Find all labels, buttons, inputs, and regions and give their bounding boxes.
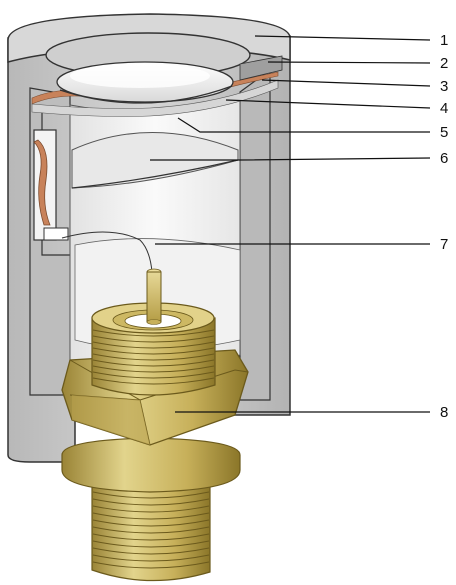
diaphragm-underside xyxy=(59,85,233,104)
thread-groove xyxy=(92,353,215,361)
callout-6: 6 xyxy=(440,150,448,167)
callout-5: 5 xyxy=(440,124,448,141)
thread-groove xyxy=(92,498,210,506)
thread-groove xyxy=(92,371,215,379)
leader-1 xyxy=(254,35,431,41)
callout-labels: 1 2 3 4 5 6 7 8 xyxy=(440,32,448,421)
connector xyxy=(61,271,249,582)
connector-lower-flange xyxy=(61,437,241,493)
side-insert xyxy=(33,129,69,241)
thread-groove xyxy=(92,335,215,343)
diaphragm-stack xyxy=(31,55,283,117)
thread-groove xyxy=(92,491,210,499)
leader-lines xyxy=(150,35,431,413)
thread-groove xyxy=(92,526,210,534)
callout-1: 1 xyxy=(440,32,448,49)
thread-groove xyxy=(92,547,210,555)
thread-groove xyxy=(92,377,215,385)
thread-groove xyxy=(92,554,210,562)
backplate-edge xyxy=(71,159,239,189)
callout-2: 2 xyxy=(440,55,448,72)
leader-6 xyxy=(150,157,431,161)
leader-4 xyxy=(225,99,431,109)
thread-groove xyxy=(92,519,210,527)
housing-cut-face-right xyxy=(239,68,271,401)
thread-groove xyxy=(92,365,215,373)
copper-contact xyxy=(33,139,51,226)
thread-groove xyxy=(92,561,210,569)
callout-3: 3 xyxy=(440,78,448,95)
thread-groove xyxy=(92,359,215,367)
leader-5 xyxy=(177,117,430,133)
leader-2 xyxy=(267,61,431,64)
connector-upper-thread xyxy=(91,317,216,396)
thread-groove xyxy=(92,505,210,513)
diaphragm-highlight xyxy=(70,64,210,88)
thread-groove xyxy=(92,341,215,349)
thread-groove xyxy=(92,533,210,541)
thread-groove xyxy=(92,329,215,337)
callout-8: 8 xyxy=(440,404,448,421)
callout-4: 4 xyxy=(440,100,448,117)
leader-3 xyxy=(261,79,431,87)
upper-thread-lines xyxy=(92,329,215,385)
layer-4-band xyxy=(31,79,279,117)
signal-wire xyxy=(61,231,153,273)
thread-groove xyxy=(92,540,210,548)
thread-groove xyxy=(92,512,210,520)
thread-groove xyxy=(92,347,215,355)
callout-7: 7 xyxy=(440,236,448,253)
